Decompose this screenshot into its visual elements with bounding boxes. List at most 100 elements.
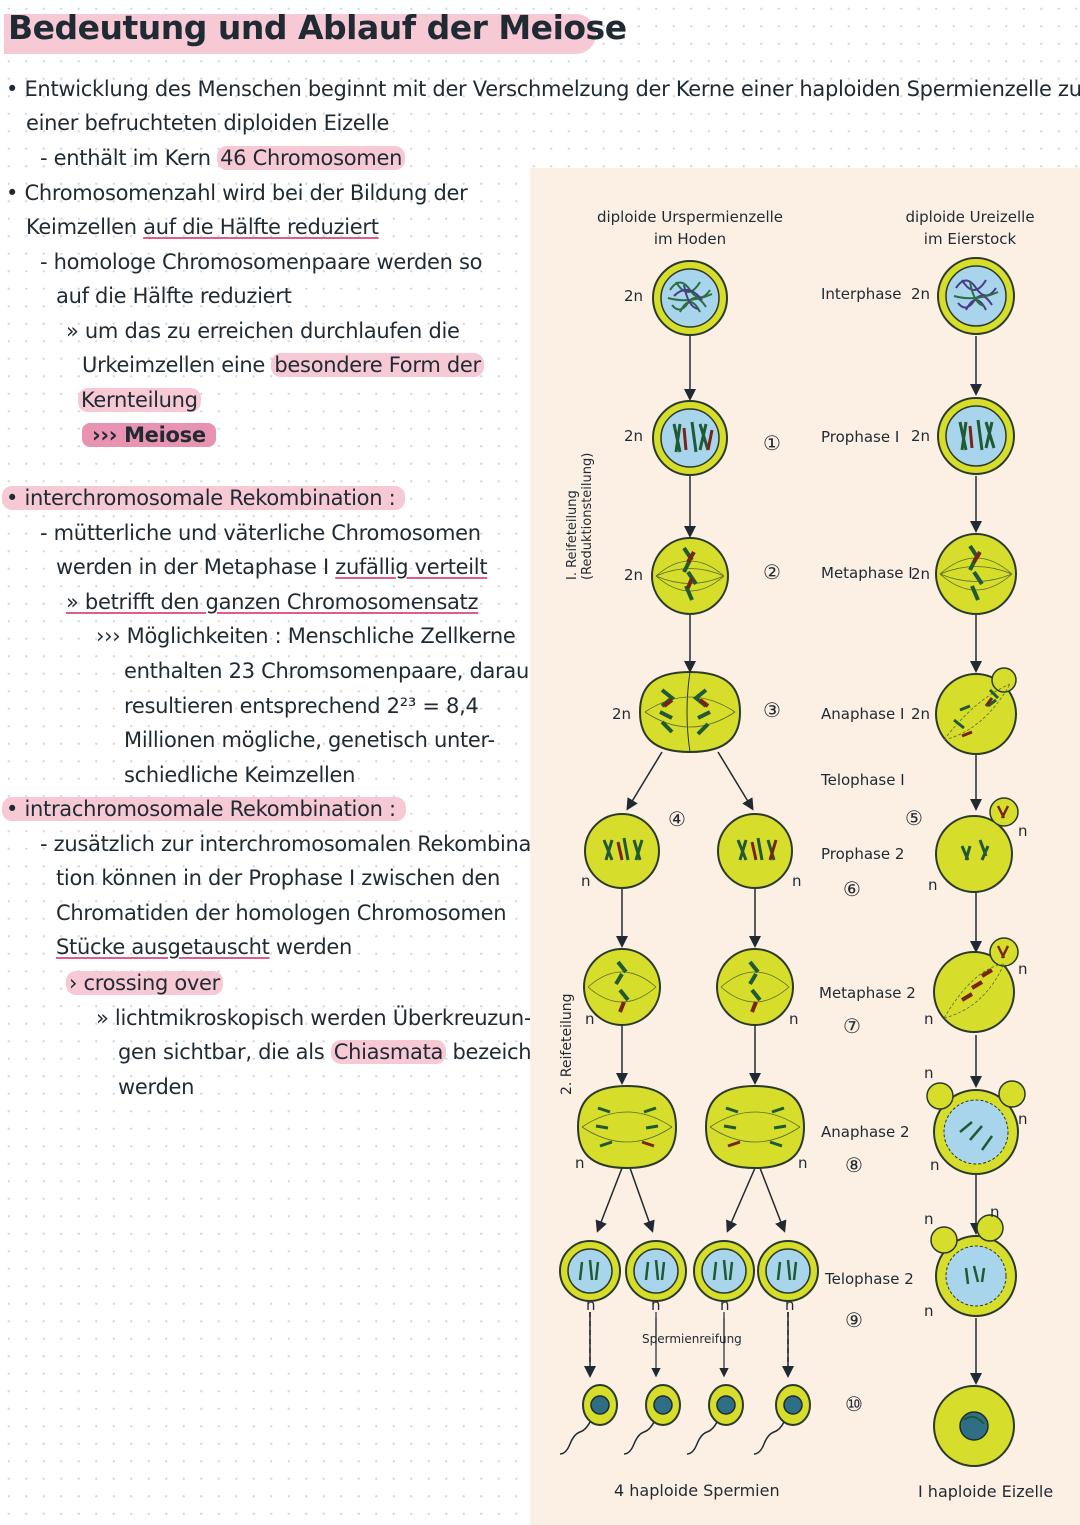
step-number-3: ③ [763, 698, 781, 722]
ploidy-label: n [575, 1154, 585, 1172]
step-number-8: ⑧ [845, 1153, 863, 1177]
step-number-6: ⑥ [843, 877, 861, 901]
step-number-10: ⑩ [845, 1392, 863, 1416]
note-line: schiedliche Keimzellen [124, 763, 356, 787]
sperm-1 [559, 1384, 618, 1455]
cell-metaphase2-egg [933, 937, 1019, 1033]
step-number-4: ④ [668, 807, 686, 831]
note-line: » um das zu erreichen durchlaufen die [66, 319, 460, 343]
ploidy-label: n [720, 1296, 730, 1314]
note-line: - homologe Chromosomenpaare werden so [40, 250, 483, 274]
note-line: - zusätzlich zur interchromosomalen Reko… [40, 832, 539, 856]
cell-metaphase2-sperm-a [583, 948, 661, 1026]
result-sperm-label: 4 haploide Spermien [614, 1481, 780, 1500]
title-highlight [4, 14, 596, 54]
ploidy-label: n [585, 1010, 595, 1028]
note-line: • Chromosomenzahl wird bei der Bildung d… [6, 181, 468, 205]
meiose-label: ››› Meiose [82, 418, 216, 452]
ploidy-label: n [785, 1296, 795, 1314]
ploidy-label: n [930, 1156, 940, 1174]
egg-cell-final [933, 1385, 1015, 1467]
note-line: » betrifft den ganzen Chromosomensatz [66, 590, 479, 614]
section-heading: • interchromosomale Rekombination : [2, 481, 406, 515]
ploidy-label: 2n [911, 565, 931, 583]
ploidy-label: 2n [911, 705, 931, 723]
ploidy-label: 2n [911, 427, 931, 445]
ploidy-label: n [1018, 960, 1028, 978]
sperm-3 [686, 1384, 744, 1455]
sperm-cells [559, 1384, 811, 1455]
note-line: • Entwicklung des Menschen beginnt mit d… [6, 77, 1080, 101]
page-title: Bedeutung und Ablauf der Meiose [8, 8, 627, 47]
note-line: einer befruchteten diploiden Eizelle [26, 111, 390, 135]
note-line: Chromatiden der homologen Chromosomen [56, 901, 507, 925]
phase-label-telophase2: Telophase 2 [825, 1270, 914, 1288]
ploidy-label: n [789, 1010, 799, 1028]
cell-anaphase2-egg [926, 1080, 1026, 1175]
ploidy-label: n [586, 1296, 596, 1314]
phase-label-telophase1: Telophase I [821, 771, 905, 789]
cell-metaphase2-sperm-b [716, 948, 794, 1026]
ploidy-label: n [1018, 822, 1028, 840]
ploidy-label: 2n [911, 285, 931, 303]
note-line: Kernteilung [78, 383, 201, 417]
cell-telophase2-sperm-3 [693, 1240, 755, 1302]
note-line: werden in der Metaphase I zufällig verte… [56, 555, 488, 579]
cell-anaphase1-egg [935, 667, 1017, 755]
ploidy-label: n [651, 1296, 661, 1314]
note-line: tion können in der Prophase I zwischen d… [56, 866, 500, 890]
ploidy-label: n [792, 872, 802, 890]
cell-telophase2-sperm-2 [625, 1240, 687, 1302]
cell-prophase1-egg [937, 397, 1015, 475]
cell-metaphase1-sperm [651, 537, 729, 615]
ploidy-label: n [990, 1203, 1000, 1221]
phase-label-anaphase1: Anaphase I [821, 705, 905, 723]
step-number-9: ⑨ [845, 1308, 863, 1332]
note-line: auf die Hälfte reduziert [56, 284, 292, 308]
sperm-4 [753, 1384, 811, 1455]
cell-interphase-egg [937, 257, 1015, 335]
cell-interphase-sperm [652, 260, 728, 336]
note-line: ››› Möglichkeiten : Menschliche Zellkern… [96, 624, 516, 648]
ploidy-label: n [924, 1210, 934, 1228]
cell-prophase2-sperm-b [717, 813, 793, 889]
note-line: Urkeimzellen eine besondere Form der [82, 348, 484, 382]
ploidy-label: 2n [624, 566, 644, 584]
note-line: resultieren entsprechend 2²³ = 8,4 [124, 694, 479, 718]
section-heading: • intrachromosomale Rekombination : [2, 792, 406, 826]
cell-anaphase1-sperm [638, 670, 742, 754]
note-line: Millionen mögliche, genetisch unter- [124, 728, 495, 752]
cell-prophase2-sperm-a [584, 813, 660, 889]
ploidy-label: n [924, 1010, 934, 1028]
phase-label-metaphase2: Metaphase 2 [819, 984, 916, 1002]
ploidy-label: 2n [624, 427, 644, 445]
result-egg-label: I haploide Eizelle [918, 1482, 1054, 1501]
note-line: werden [118, 1075, 195, 1099]
cell-metaphase1-egg [935, 533, 1017, 615]
ploidy-label: n [924, 1302, 934, 1320]
note-line: » lichtmikroskopisch werden Überkreuzun- [96, 1006, 532, 1030]
side-label-reifeteilung-2: 2. Reifeteilung [559, 993, 575, 1095]
note-line: - mütterliche und väterliche Chromosomen [40, 521, 481, 545]
note-line: Stücke ausgetauscht werden [56, 935, 353, 959]
step-number-2: ② [763, 560, 781, 584]
ploidy-label: n [924, 1064, 934, 1082]
step-number-5: ⑤ [905, 806, 923, 830]
phase-label-anaphase2: Anaphase 2 [821, 1123, 910, 1141]
step-number-1: ① [763, 431, 781, 455]
maturation-label: Spermienreifung [642, 1332, 742, 1346]
note-line: gen sichtbar, die als Chiasmata bezeichn… [118, 1040, 565, 1064]
note-line: enthalten 23 Chromsomenpaare, daraus [124, 659, 540, 683]
ploidy-label: n [581, 872, 591, 890]
note-line: › crossing over [66, 966, 224, 1000]
note-line: - enthält im Kern 46 Chromosomen [40, 141, 406, 175]
sperm-2 [623, 1384, 681, 1455]
cell-prophase2-egg [935, 797, 1019, 893]
cell-telophase2-egg [930, 1214, 1017, 1317]
ploidy-label: n [928, 876, 938, 894]
cell-prophase1-sperm [652, 400, 728, 476]
note-line: Keimzellen auf die Hälfte reduziert [26, 215, 379, 239]
